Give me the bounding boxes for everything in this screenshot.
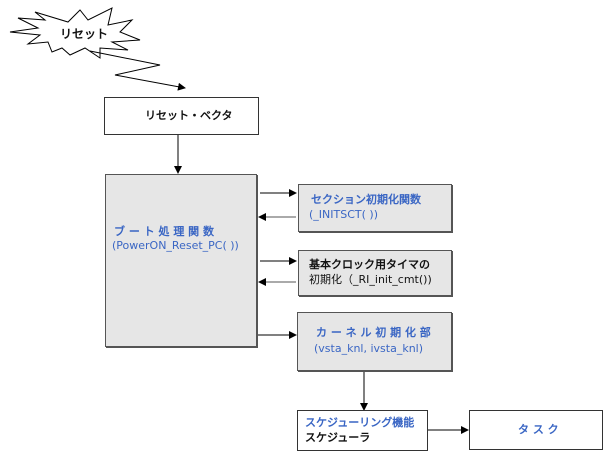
- task-box: タ ス ク: [469, 410, 603, 450]
- clock-init-box: 基本クロック用タイマの 初期化（_RI_init_cmt()): [298, 250, 452, 296]
- section-init-box: セクション初期化関数 (_INITSCT( )): [298, 184, 452, 232]
- reset-burst-label: リセット: [60, 27, 109, 41]
- reset-burst-shape: [9, 7, 141, 59]
- reset-vector-label: リセット・ベクタ: [145, 109, 233, 122]
- section-init-title: セクション初期化関数: [311, 193, 421, 206]
- section-init-func: (_INITSCT( )): [309, 208, 378, 221]
- task-label: タ ス ク: [518, 423, 559, 436]
- kernel-init-func: (vsta_knl, ivsta_knl): [314, 342, 424, 355]
- boot-process-box: ブ ー ト 処 理 関 数 (PowerON_Reset_PC( )): [105, 174, 257, 347]
- scheduler-line1: スケジューリング機能: [305, 416, 415, 429]
- clock-init-line2: 初期化（_RI_init_cmt()): [309, 273, 432, 286]
- clock-init-line1: 基本クロック用タイマの: [309, 258, 430, 271]
- boot-title: ブ ー ト 処 理 関 数: [114, 225, 214, 238]
- kernel-init-title: カ ー ネ ル 初 期 化 部: [316, 326, 431, 339]
- scheduler-line2: スケジューラ: [305, 431, 371, 444]
- kernel-init-box: カ ー ネ ル 初 期 化 部 (vsta_knl, ivsta_knl): [297, 312, 452, 371]
- reset-vector-box: リセット・ベクタ: [104, 97, 259, 135]
- scheduler-box: スケジューリング機能 スケジューラ: [297, 410, 428, 451]
- reset-lightning-arrow: [89, 50, 186, 91]
- boot-func: (PowerON_Reset_PC( )): [112, 239, 239, 252]
